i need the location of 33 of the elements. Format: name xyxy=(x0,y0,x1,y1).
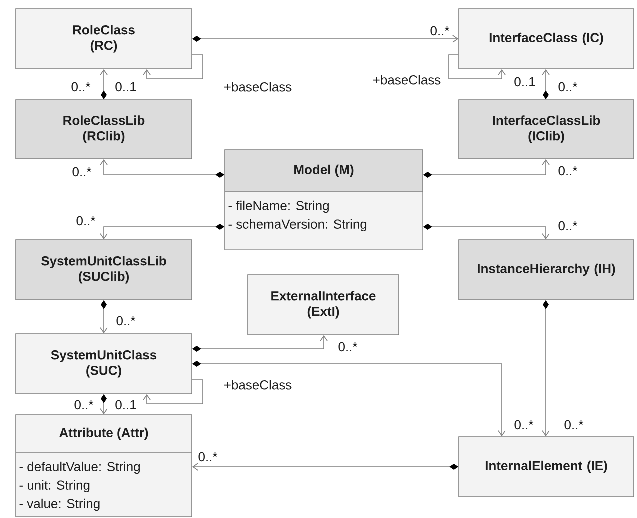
association-arrow xyxy=(143,54,204,80)
class-box: SystemUnitClass (SUC) xyxy=(16,334,192,394)
class-box: InterfaceClass (IC) xyxy=(458,8,634,70)
edge-label: 0..* xyxy=(72,82,91,92)
edge-label: +baseClass xyxy=(224,380,292,390)
edge-label: 0..* xyxy=(76,216,96,226)
edge-label: 0..* xyxy=(72,167,92,177)
class-box: InternalElement (IE) xyxy=(458,436,634,498)
edge-label: 0..* xyxy=(558,166,578,176)
edge-label: 0..* xyxy=(430,26,450,36)
class-box: SystemUnitClassLib (SUClib) xyxy=(16,240,192,300)
class-box: ExternalInterface (ExtI) xyxy=(248,274,400,336)
edge-label: 0..* xyxy=(74,400,94,410)
class-box: RoleClass (RC) xyxy=(16,8,192,70)
edge-label: +baseClass xyxy=(224,82,292,92)
association-arrow xyxy=(143,380,204,404)
edge-label: 0..* xyxy=(558,221,578,231)
multiplicity-label: 0..1 xyxy=(116,400,136,410)
class-box: Model (M) - fileName: String - schemaVersion: String xyxy=(224,150,424,250)
association-arrow xyxy=(448,54,506,80)
class-box: Attribute (Attr) - defaultValue: String - unit: String - value: String xyxy=(16,414,192,518)
edge-label: +baseClass xyxy=(373,75,441,85)
edge-label: 0..* xyxy=(558,82,578,92)
class-box: InterfaceClassLib (IClib) xyxy=(458,100,634,160)
class-box: InstanceHierarchy (IH) xyxy=(458,240,634,300)
class-box: RoleClassLib (RClib) xyxy=(16,100,192,160)
edge-label: 0..* xyxy=(116,316,136,326)
multiplicity-label: 0..1 xyxy=(514,77,536,87)
edge-label: 0..* xyxy=(198,452,218,462)
edge-label: 0..* xyxy=(514,420,534,430)
edge-label: 0..* xyxy=(564,420,584,430)
edge-label: 0..* xyxy=(338,342,358,352)
multiplicity-label: 0..1 xyxy=(116,82,136,92)
